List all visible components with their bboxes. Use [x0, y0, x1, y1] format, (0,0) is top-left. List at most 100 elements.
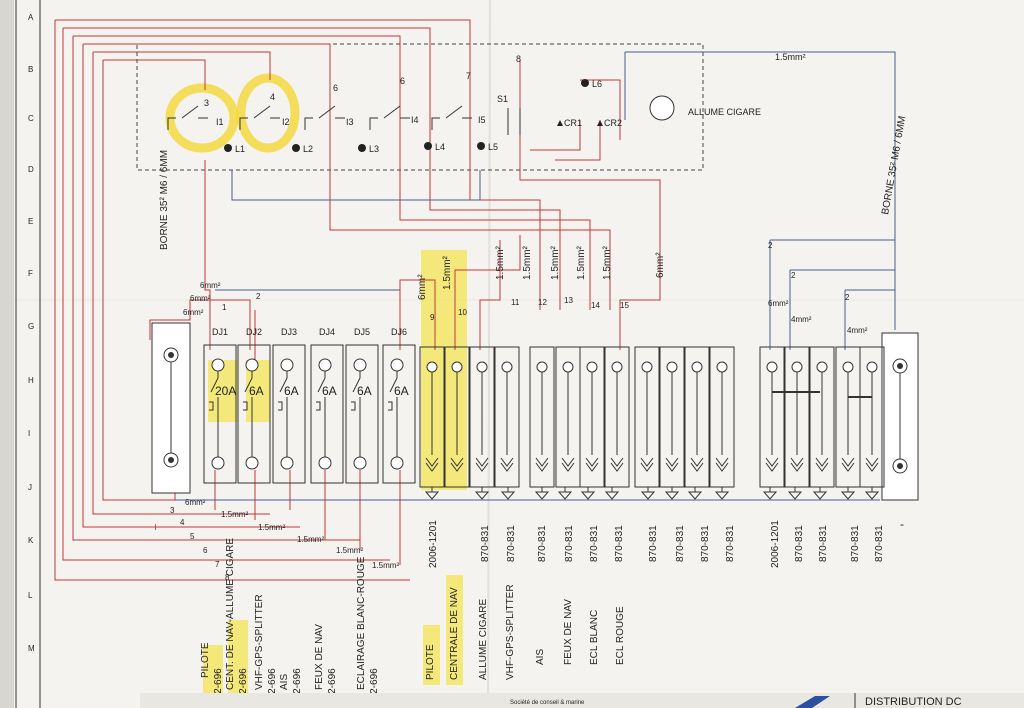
feed-number: 2 [768, 241, 773, 250]
breaker-id: DJ5 [354, 327, 370, 337]
row-letter: D [28, 165, 34, 174]
output-circuit-label: ALLUME CIGARE [478, 599, 489, 680]
ground-icon [787, 487, 803, 500]
gauge-label: 6mm² [768, 299, 789, 308]
part-number: 870-831 [589, 525, 600, 562]
terminal-block [709, 346, 735, 488]
breaker-id: DJ2 [246, 327, 262, 337]
part-number: 870-831 [700, 525, 711, 562]
part-number: 870-831 [818, 525, 829, 562]
footer-company: Société de conseil & marine [510, 700, 585, 706]
circuit-ref: 282-696 [213, 668, 224, 705]
output-circuit-label: PILOTE [425, 644, 436, 680]
lamp-label: L2 [303, 144, 313, 154]
s1-label: S1 [497, 94, 508, 104]
breaker-dj1 [203, 344, 237, 484]
wire-number: 8 [516, 54, 521, 64]
breaker-rating: 6A [322, 384, 337, 398]
switch-i5-symbol [431, 105, 472, 130]
feed-number: 2 [845, 293, 850, 302]
feed-number: 11 [511, 298, 520, 307]
gauge-label: 1.5mm² [522, 245, 533, 280]
top-wire-gauge: 1.5mm² [775, 52, 806, 62]
switch-i3-symbol [304, 105, 345, 130]
highlight-label-cent [228, 620, 248, 700]
part-number: 870-831 [537, 525, 548, 562]
circuit-name: PILOTE [200, 642, 211, 678]
plus-sign: + [152, 520, 159, 534]
breaker-rating: 20A [215, 384, 236, 398]
part-number: 870-831 [675, 525, 686, 562]
lamp-label: L4 [435, 142, 445, 152]
output-circuit-label: CENTRALE DE NAV [449, 587, 460, 680]
terminal-block [444, 346, 470, 488]
highlight-dj1 [208, 360, 238, 422]
circuit-name: VHF-GPS-SPLITTER [254, 594, 265, 690]
terminal-block [784, 346, 810, 488]
row-letter: M [28, 644, 35, 653]
row-letter: I [28, 429, 30, 438]
ground-icon [687, 487, 703, 500]
ground-icon [664, 487, 680, 500]
feed-number: 3 [170, 506, 175, 515]
gauge-labels: 6mm² 6mm² 6mm² 6mm² 1.5mm² 1.5mm² 1.5mm²… [183, 245, 868, 570]
gauge-label: 1.5mm² [221, 510, 248, 519]
gauge-label: 4mm² [847, 326, 868, 335]
terminal-block [759, 346, 785, 488]
part-number: 870-831 [874, 525, 885, 562]
output-circuit-label: AIS [535, 649, 546, 665]
ground-icon [500, 487, 516, 500]
row-letter: H [28, 376, 34, 385]
right-busbar [881, 332, 919, 501]
part-number: 870-831 [564, 525, 575, 562]
ground-icon [580, 487, 596, 500]
ground-icon [640, 487, 656, 500]
feed-number: 10 [458, 308, 467, 317]
lamp-l3-icon [358, 144, 366, 152]
row-letter: G [28, 322, 34, 331]
lamp-l4-icon [424, 142, 432, 150]
switch-group [167, 105, 472, 130]
ground-icon [840, 487, 856, 500]
breaker-dj5 [345, 344, 379, 484]
circuit-name: FEUX DE NAV [314, 624, 325, 690]
breaker-id: DJ3 [281, 327, 297, 337]
feed-number: 15 [620, 301, 629, 310]
output-circuit-label: FEUX DE NAV [563, 599, 574, 665]
gauge-label: 6mm² [185, 498, 206, 507]
left-busbar [151, 322, 191, 494]
gauge-label: 6mm² [183, 308, 204, 317]
gauge-label: 1.5mm² [576, 245, 587, 280]
ground-symbols [424, 487, 880, 500]
breaker-dj3 [272, 344, 306, 484]
circuit-name: ECLAIRAGE BLANC-ROUGE [356, 556, 367, 690]
feed-number: 12 [538, 298, 547, 307]
company-logo-icon [795, 696, 830, 708]
lamp-l1-icon [224, 144, 232, 152]
cigarette-socket-icon [649, 95, 675, 121]
terminal-row [419, 346, 885, 488]
wire-number: 6 [400, 76, 405, 86]
breaker-rating: 6A [249, 384, 264, 398]
ground-icon [534, 487, 550, 500]
switch-label-i5: I5 [478, 115, 486, 125]
row-letter: J [28, 483, 32, 492]
output-circuit-label: VHF-GPS-SPLITTER [505, 584, 516, 680]
feed-number: 14 [591, 301, 600, 310]
row-letter: A [28, 13, 34, 22]
highlight-i2 [236, 73, 300, 153]
wire-number: 7 [466, 71, 471, 81]
ground-icon [474, 487, 490, 500]
circuit-ref: 282-696 [369, 668, 380, 705]
wire-number: 4 [270, 92, 275, 102]
gauge-label: 1.5mm² [297, 535, 324, 544]
highlight-label-centrale [446, 575, 463, 685]
switch-labels: I1 I2 I3 I4 I5 3 4 6 6 7 8 [204, 54, 521, 127]
highlight-label-pilote [203, 645, 223, 705]
lamp-label: L1 [235, 144, 245, 154]
cr2-icon [597, 120, 603, 126]
switch-label-i1: I1 [216, 117, 224, 127]
circuit-name: CENT. DE NAV-ALLUME CIGARE [225, 538, 236, 690]
borne-left-label: BORNE 35² M6 / 6MM [159, 150, 170, 250]
gauge-label: 1.5mm² [442, 255, 453, 290]
